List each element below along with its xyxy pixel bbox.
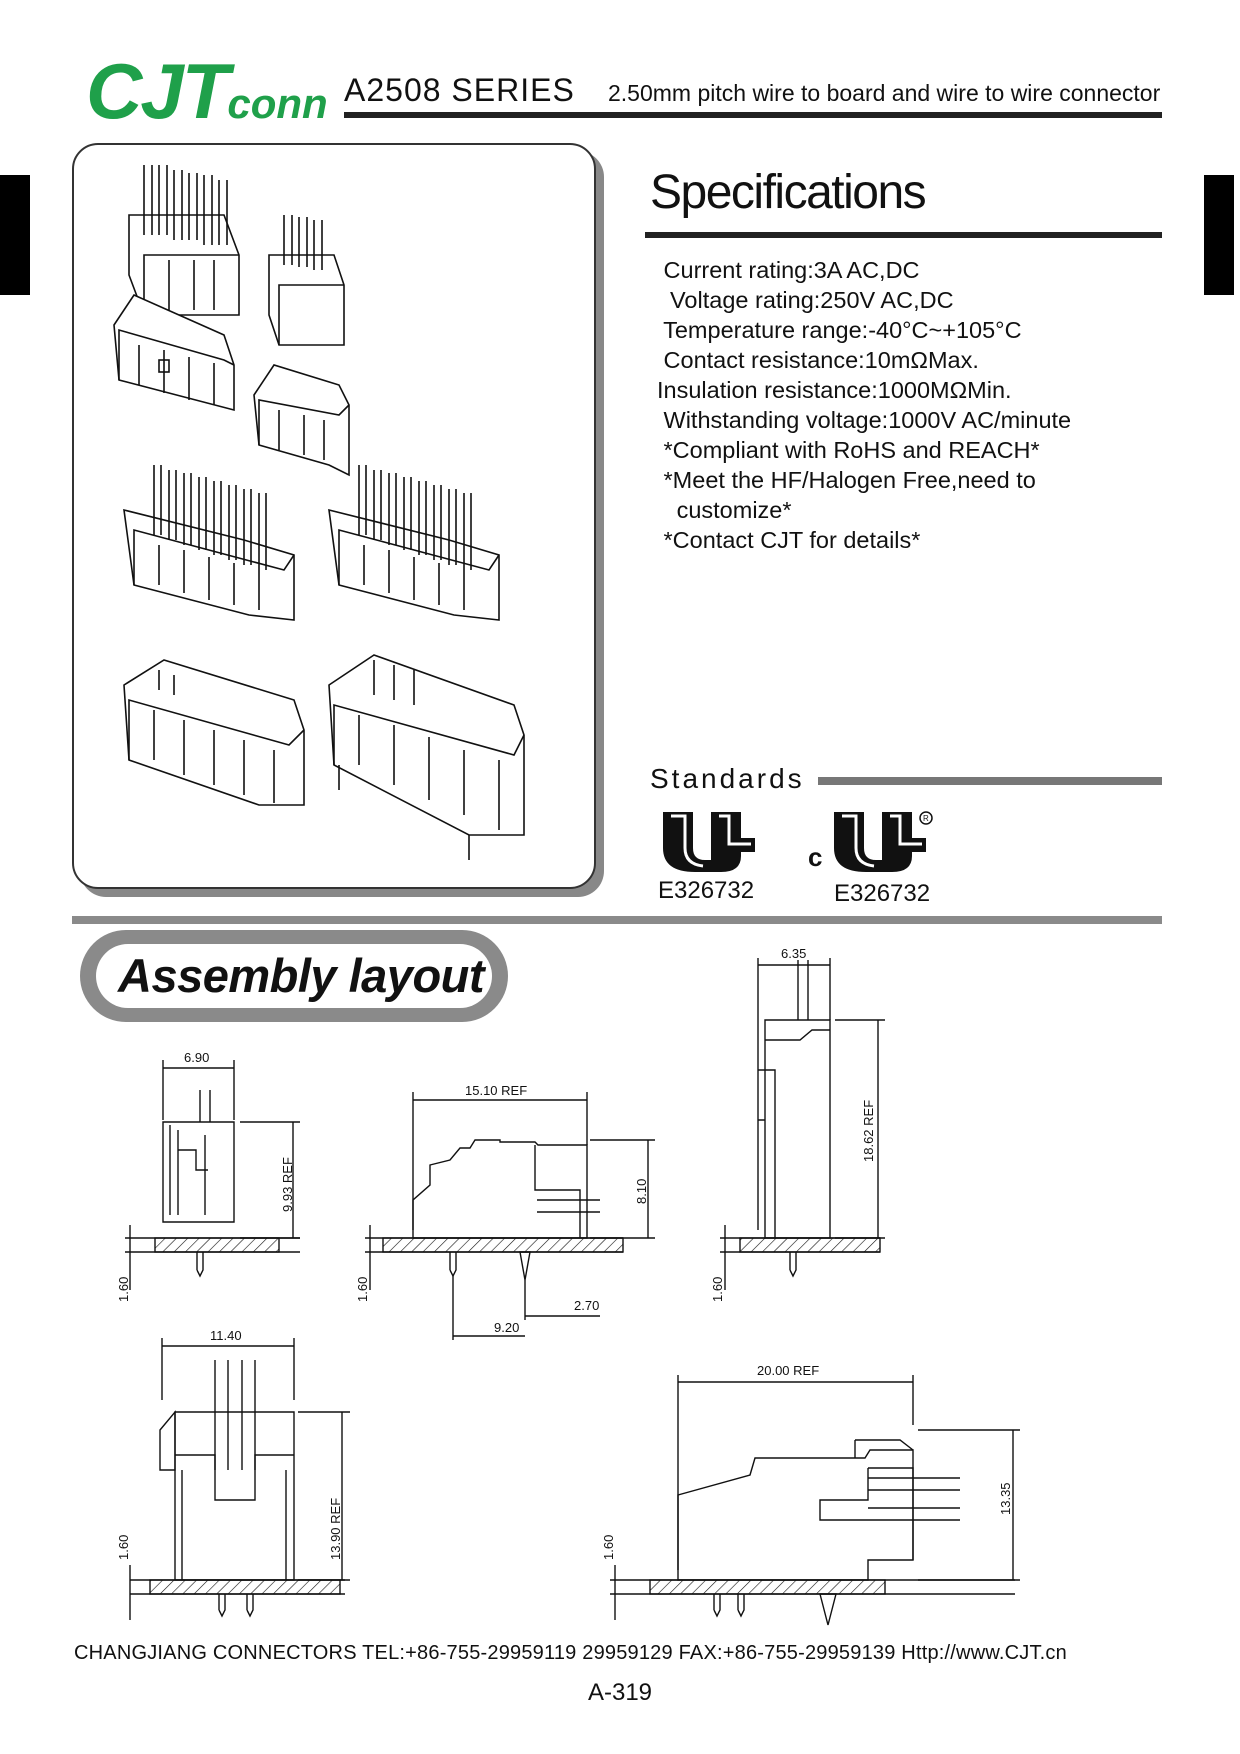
ul-cert-number: E326732 [658,877,755,904]
right-edge-tab [1204,175,1234,295]
header-rule [344,112,1162,118]
dim-d4-pcb: 1.60 [116,1535,131,1560]
connector-illustration-2 [268,215,345,346]
dim-d3-pcb: 1.60 [710,1277,725,1302]
left-edge-tab [0,175,30,295]
dim-d2-pcb: 1.60 [355,1277,370,1302]
specifications-title: Specifications [650,166,927,219]
drawing-2-side-view [365,1092,655,1340]
dim-d2-pin: 2.70 [574,1298,599,1313]
page-number: A-319 [587,1679,653,1706]
drawing-3-side-view [720,958,885,1290]
logo-main-text: CJT [86,47,229,135]
assembly-badge-inner [96,944,492,1008]
specifications-list: Current rating:3A AC,DC Voltage rating:2… [657,255,1127,555]
logo-sub-text: conn [227,80,328,127]
dim-d4-height: 13.90 REF [328,1498,343,1560]
dim-d5-width: 20.00 REF [757,1363,819,1378]
standards-title: Standards [650,763,805,794]
cul-cert-number: E326732 [834,880,931,907]
drawing-1-side-view [125,1060,300,1290]
cul-mark-icon: R [834,811,933,872]
ul-mark-icon [663,812,755,872]
dim-d5-pcb: 1.60 [601,1535,616,1560]
dim-d5-height: 13.35 [998,1482,1013,1515]
spec-item: *Contact CJT for details* [657,527,921,553]
dim-d2-height: 8.10 [634,1179,649,1204]
assembly-title: Assembly layout [118,949,485,1002]
spec-item: Voltage rating:250V AC,DC [657,287,954,313]
connector-illustration-1 [128,165,240,316]
connector-illustration-5 [123,465,295,621]
spec-item: Contact resistance:10mΩMax. [657,347,979,373]
connector-illustration-8 [328,654,525,860]
dim-d3-width: 6.35 [781,946,806,961]
cul-c-prefix: c [808,842,823,872]
dim-d1-width: 6.90 [184,1050,209,1065]
dim-d1-pcb: 1.60 [116,1277,131,1302]
connector-illustrations [113,165,525,860]
spec-item: customize* [657,497,792,523]
specifications-rule [645,232,1162,238]
connector-illustration-3 [113,293,235,412]
product-image-panel [72,143,596,889]
dim-d1-height: 9.93 REF [280,1157,295,1212]
dim-d3-height: 18.62 REF [861,1100,876,1162]
footer-contact: CHANGJIANG CONNECTORS TEL:+86-755-299591… [74,1642,1067,1664]
spec-item: Withstanding voltage:1000V AC/minute [657,407,1072,433]
dim-d2-width: 15.10 REF [465,1083,527,1098]
dim-d2-span: 9.20 [494,1320,519,1335]
standards-rule [818,777,1162,785]
connector-illustration-7 [123,659,305,806]
connector-illustration-6 [328,465,500,621]
spec-item: *Compliant with RoHS and REACH* [657,437,1040,463]
spec-item: Temperature range:-40°C~+105°C [657,317,1022,343]
series-subtitle: 2.50mm pitch wire to board and wire to w… [608,80,1161,106]
company-logo: CJTconn [86,52,328,130]
spec-item: Insulation resistance:1000MΩMin. [657,377,1012,403]
section-divider [72,916,1162,924]
dim-d4-width: 11.40 [210,1328,242,1343]
series-title: A2508 SERIES [344,72,575,108]
spec-item: *Meet the HF/Halogen Free,need to [657,467,1036,493]
spec-item: Current rating:3A AC,DC [657,257,920,283]
svg-text:R: R [923,814,929,823]
drawing-4-front-view [129,1338,350,1620]
drawing-5-side-view [610,1375,1020,1626]
connector-illustration-4 [253,364,350,477]
